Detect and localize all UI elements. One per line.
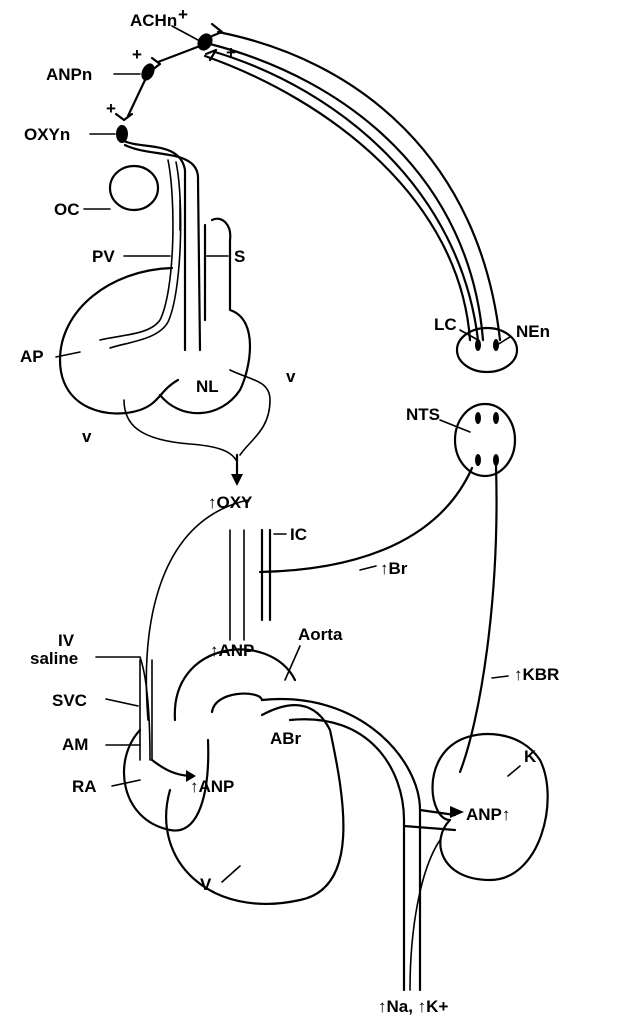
label-urine: ↑Na, ↑K+ (378, 997, 448, 1016)
label-svc: SVC (52, 691, 87, 710)
plus-sign-1: + (178, 5, 188, 24)
leader-br (360, 566, 376, 570)
nts-to-ic-nerve (260, 468, 472, 572)
label-anpn: ANPn (46, 65, 92, 84)
label-ic: IC (290, 525, 307, 544)
label-nl: NL (196, 377, 219, 396)
renal-artery-2 (404, 826, 455, 830)
nts-nucleus (455, 404, 515, 476)
leader-v (222, 866, 240, 882)
label-achn: ACHn (130, 11, 177, 30)
label-oxyn: OXYn (24, 125, 70, 144)
heart (124, 705, 343, 904)
label-ventricle: V (200, 875, 212, 894)
tract-middle (210, 44, 483, 340)
label-oxy: ↑OXY (208, 493, 253, 512)
label-anp-atrium: ↑ANP (190, 777, 234, 796)
label-iv: IV (58, 631, 75, 650)
oxyn-axon-to-nl-2 (125, 145, 200, 350)
label-br: ↑Br (380, 559, 408, 578)
label-aorta: Aorta (298, 625, 343, 644)
portal-vessel-2 (110, 162, 181, 348)
label-s: S (234, 247, 245, 266)
achn-neuron (194, 31, 215, 54)
label-anp-kidney: ANP↑ (466, 805, 510, 824)
nts-cell-right (493, 412, 499, 424)
label-am: AM (62, 735, 88, 754)
pituitary (60, 140, 270, 486)
achn-to-anpn-axon (158, 46, 200, 62)
nts-cell-left-2 (475, 454, 481, 466)
nl-vein (230, 370, 270, 455)
oxyn-synapse (116, 114, 132, 120)
label-anp-aorta: ↑ANP (210, 641, 254, 660)
oxyn-axon-to-nl (122, 140, 185, 350)
label-saline: saline (30, 649, 78, 668)
nts-to-kidney-nerve (460, 466, 497, 772)
label-ap: AP (20, 347, 44, 366)
plus-sign-4: + (106, 99, 116, 118)
plus-sign-2: + (226, 43, 236, 62)
anpn-neuron (139, 61, 157, 82)
optic-chiasm (110, 166, 158, 210)
nts-cell-left (475, 412, 481, 424)
ventricle (166, 705, 343, 904)
achn-top-synapse (212, 24, 222, 36)
leader-svc (106, 699, 138, 706)
neuron-chain (116, 24, 222, 143)
label-nts: NTS (406, 405, 440, 424)
label-nen: NEn (516, 322, 550, 341)
desc-aorta-2 (290, 719, 404, 990)
label-kbr: ↑KBR (514, 665, 559, 684)
anpn-to-oxyn-axon (128, 80, 145, 116)
oxy-arrowhead (231, 474, 243, 486)
label-v-left: v (82, 427, 92, 446)
label-pv: PV (92, 247, 115, 266)
labels: ACHn + + + + ANPn OXYn OC PV S AP NL v v… (20, 5, 559, 1016)
label-k: K (524, 747, 537, 766)
aorta-inner (212, 694, 262, 712)
lc-nucleus (457, 328, 517, 372)
label-oc: OC (54, 200, 80, 219)
anpn-synapse (152, 58, 160, 70)
label-abr: ABr (270, 729, 302, 748)
kidney (404, 734, 548, 990)
oxy-loop (146, 500, 248, 720)
renal-arrowhead (450, 806, 464, 818)
tract-inner2 (215, 52, 478, 340)
ureter (410, 840, 440, 990)
anterior-pituitary (60, 268, 178, 413)
nts-cell-right-2 (493, 454, 499, 466)
label-v-right: v (286, 367, 296, 386)
ascending-tracts (205, 32, 500, 340)
atrial-anp-arrow (152, 760, 190, 776)
label-lc: LC (434, 315, 457, 334)
leader-kbr (492, 676, 508, 678)
label-ra: RA (72, 777, 97, 796)
plus-sign-3: + (132, 45, 142, 64)
leader-k (508, 766, 520, 776)
